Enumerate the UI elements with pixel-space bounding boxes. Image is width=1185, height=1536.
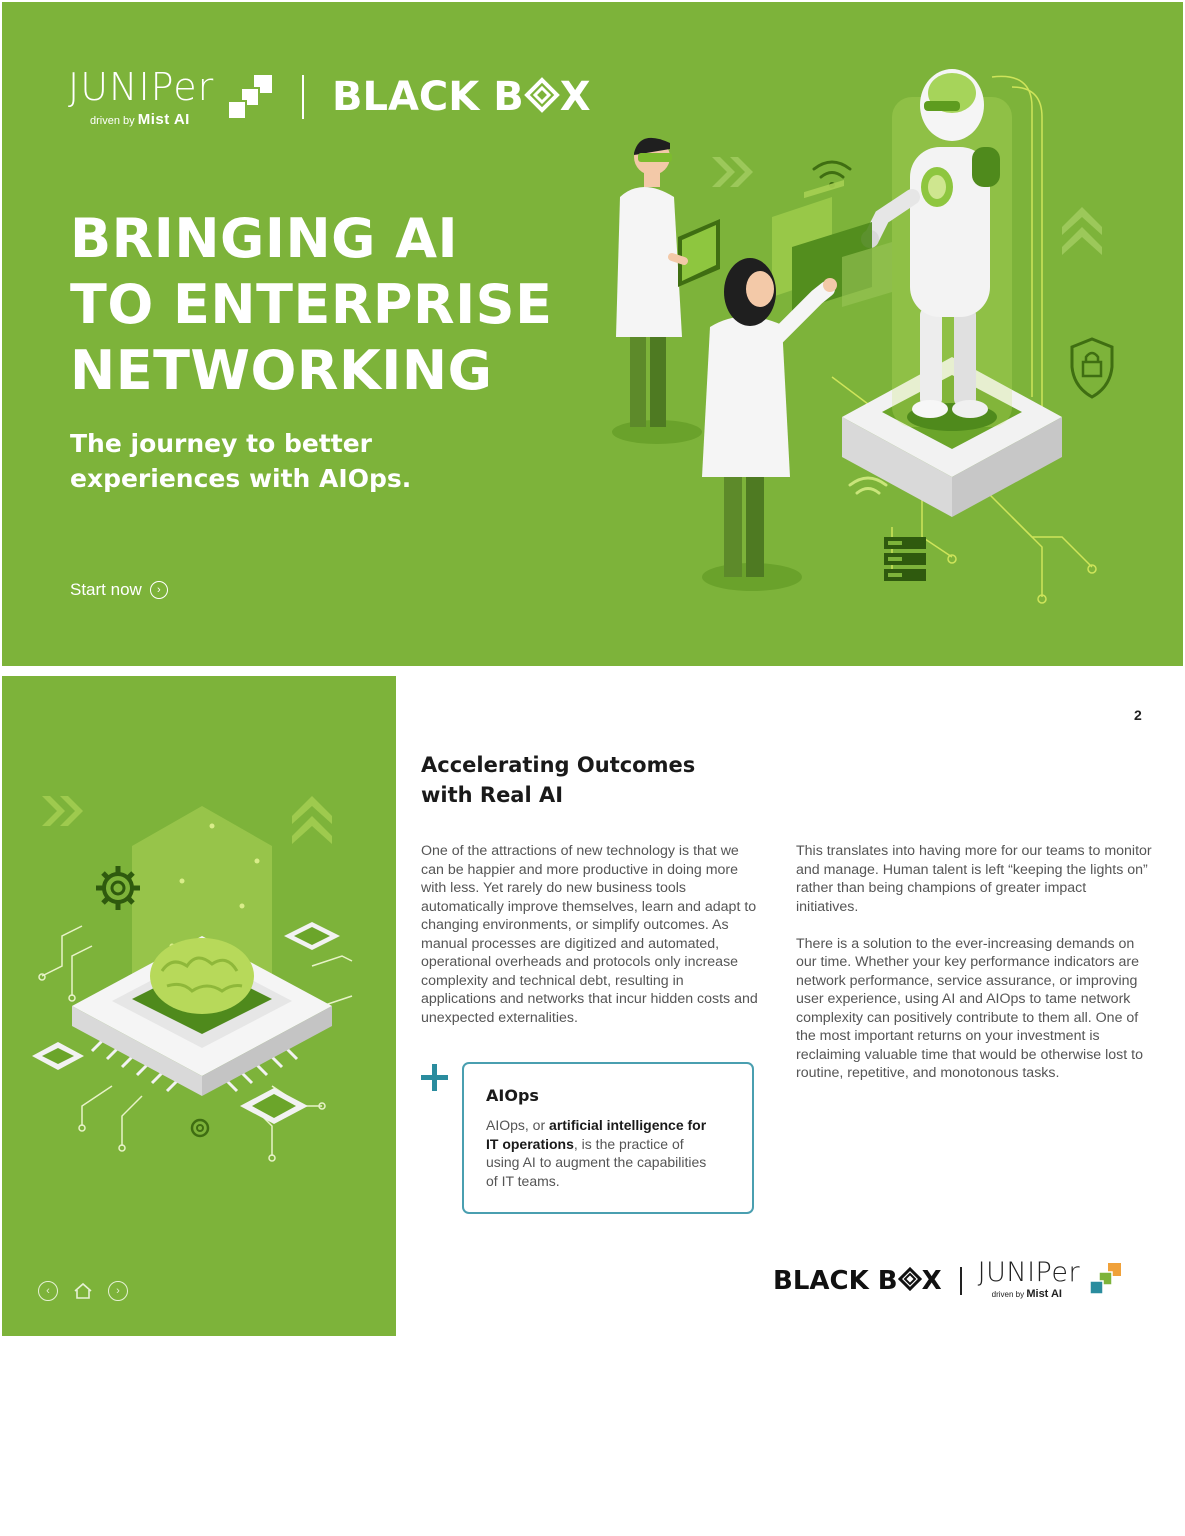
juniper-tagline: driven by Mist AI bbox=[991, 1288, 1062, 1300]
arrow-right-icon: › bbox=[149, 581, 168, 599]
juniper-wordmark: JUNIPer bbox=[68, 65, 215, 109]
body-paragraph: There is a solution to the ever-increasi… bbox=[796, 935, 1143, 1082]
chevron-left-icon[interactable]: ‹ bbox=[38, 1281, 58, 1301]
blackbox-logo: BLACK B X bbox=[332, 74, 591, 120]
logo-divider bbox=[959, 1267, 962, 1295]
section-title: Accelerating Outcomes with Real AI bbox=[421, 753, 696, 807]
cover-page: JUNIPer driven by Mist AI BLACK B X bbox=[2, 2, 1183, 666]
ai-robot-scientists-illustration bbox=[612, 69, 1114, 604]
cover-title: BRINGING AI TO ENTERPRISE NETWORKING bbox=[70, 207, 553, 402]
footer-logos: BLACK B X JUNIPer driven by Mist AI bbox=[773, 1258, 1128, 1304]
juniper-tagline: driven by Mist AI bbox=[90, 111, 190, 128]
juniper-logo: JUNIPer driven by Mist AI bbox=[68, 65, 280, 129]
ai-chip-brain-illustration bbox=[32, 796, 353, 1162]
chevron-right-icon[interactable]: › bbox=[108, 1281, 128, 1301]
body-column-left: One of the attractions of new technology… bbox=[421, 842, 761, 1027]
callout-text: AIOps, or artificial intelligence for IT… bbox=[486, 1117, 707, 1189]
page-number: 2 bbox=[1134, 707, 1142, 723]
body-column-right: This translates into having more for our… bbox=[796, 842, 1152, 1083]
cover-logos: JUNIPer driven by Mist AI BLACK B X bbox=[68, 62, 591, 132]
start-now-link[interactable]: Start now › bbox=[70, 580, 168, 600]
page-navigation: ‹ › bbox=[38, 1280, 128, 1302]
juniper-logo: JUNIPer driven by Mist AI bbox=[978, 1259, 1128, 1303]
blackbox-diamond-icon bbox=[523, 76, 560, 118]
blackbox-diamond-icon bbox=[897, 1266, 922, 1296]
juniper-wordmark: JUNIPer bbox=[977, 1257, 1081, 1288]
aiops-definition-callout: AIOps AIOps, or artificial intelligence … bbox=[462, 1062, 754, 1214]
logo-divider bbox=[302, 75, 304, 119]
juniper-squares-icon bbox=[1088, 1261, 1124, 1302]
small-gear-icon bbox=[190, 1118, 210, 1138]
plus-icon bbox=[419, 1062, 451, 1094]
blackbox-wordmark: BLACK B bbox=[773, 1266, 898, 1296]
gear-icon bbox=[96, 866, 140, 910]
home-icon[interactable] bbox=[72, 1280, 94, 1302]
body-paragraph: This translates into having more for our… bbox=[796, 843, 1152, 915]
cover-subtitle: The journey to better experiences with A… bbox=[70, 429, 412, 493]
page2-side-panel: ‹ › bbox=[2, 676, 396, 1336]
body-paragraph: One of the attractions of new technology… bbox=[421, 843, 758, 1026]
juniper-squares-icon bbox=[224, 73, 276, 130]
callout-title: AIOps bbox=[486, 1086, 539, 1105]
